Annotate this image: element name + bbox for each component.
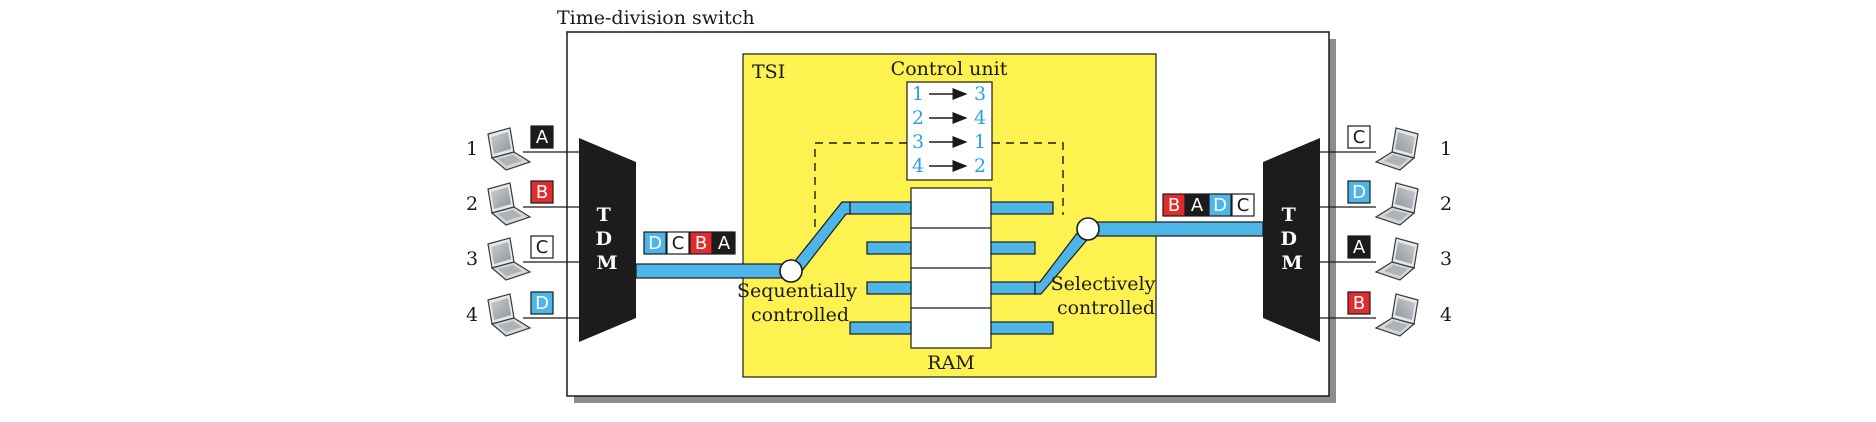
laptop-icon [1374,127,1419,171]
laptop-icon [1374,237,1419,281]
laptop-icon [487,182,532,226]
sequential-control-line [814,142,907,232]
sequential-label: Sequentially controlled [737,280,863,326]
input-station-data-letter: D [535,293,549,314]
output-frame-slot-letter: C [1237,195,1250,216]
input-station-data: D [530,291,554,315]
laptop-icon [487,293,532,337]
output-frame-slot: B [1162,193,1186,217]
output-station: D2 [1320,180,1452,226]
mapping-to: 4 [974,107,986,129]
input-tdm-label: T D M [595,204,618,274]
output-station-data: A [1347,235,1371,259]
output-station-number: 4 [1440,304,1452,326]
output-frame-slot-letter: D [1213,195,1227,216]
output-frame-slot: A [1185,193,1209,217]
ram-input-bars [849,201,912,335]
input-frame-slot: A [712,231,736,255]
input-tdm [579,138,636,342]
laptop-icon [487,237,532,281]
input-frame-slot: D [643,231,667,255]
tsi-label: TSI [752,61,785,83]
mapping-to: 2 [974,155,986,177]
output-frame-slot: C [1231,193,1255,217]
laptop-icon [1374,182,1419,226]
input-station-number: 4 [466,304,478,326]
selective-switch-node [1076,217,1100,241]
input-frame-slot-letter: A [718,233,731,254]
output-station: C1 [1320,125,1452,171]
input-station-data-letter: C [536,237,549,258]
selective-control-line [992,142,1064,215]
output-frame-slot-letter: A [1191,195,1204,216]
input-station-data-letter: B [536,182,548,203]
input-station-number: 1 [466,138,478,160]
input-frame-slot: B [689,231,713,255]
input-frame-slot: C [666,231,690,255]
output-station-data-letter: C [1353,127,1366,148]
output-station-number: 3 [1440,248,1452,270]
input-station: 1A [466,125,579,171]
control-unit-box [906,81,993,181]
input-station-number: 2 [466,193,478,215]
mapping-from: 4 [912,155,924,177]
output-station-data: C [1347,125,1371,149]
output-station: A3 [1320,235,1452,281]
output-station-data-letter: B [1353,293,1365,314]
laptop-icon [1374,293,1419,337]
control-unit-title: Control unit [891,58,1008,80]
laptop-icon [487,127,532,171]
switch-title: Time-division switch [557,7,755,29]
output-tdm [1263,138,1320,342]
input-station: 3C [466,235,579,281]
output-station-data: D [1347,180,1371,204]
mapping-from: 3 [912,131,924,153]
input-station-data: A [530,125,554,149]
output-station-number: 2 [1440,193,1452,215]
output-station: B4 [1320,291,1452,337]
ram-label: RAM [927,352,974,374]
ram-output-bars [990,201,1054,335]
input-station-data: C [530,235,554,259]
input-station-number: 3 [466,248,478,270]
sequential-switch-node [779,259,803,283]
output-station-data-letter: D [1352,182,1366,203]
ram-block [910,187,992,349]
output-station-number: 1 [1440,138,1452,160]
output-frame-slot: D [1208,193,1232,217]
input-frame-slot-letter: C [672,233,685,254]
mapping-to: 3 [974,83,986,105]
selective-label: Selectively controlled [1051,273,1162,319]
output-tdm-label: T D M [1280,204,1303,274]
mapping-from: 1 [912,83,924,105]
input-frame-slot-letter: D [648,233,662,254]
output-trunk-line [1087,221,1264,237]
mapping-from: 2 [912,107,924,129]
output-station-data-letter: A [1353,237,1366,258]
input-station-data: B [530,180,554,204]
input-trunk-line [635,263,792,279]
input-station-data-letter: A [536,127,549,148]
output-frame-slot-letter: B [1168,195,1180,216]
mapping-to: 1 [974,131,986,153]
input-frame-slot-letter: B [695,233,707,254]
input-station: 2B [466,180,579,226]
input-station: 4D [466,291,579,337]
output-station-data: B [1347,291,1371,315]
